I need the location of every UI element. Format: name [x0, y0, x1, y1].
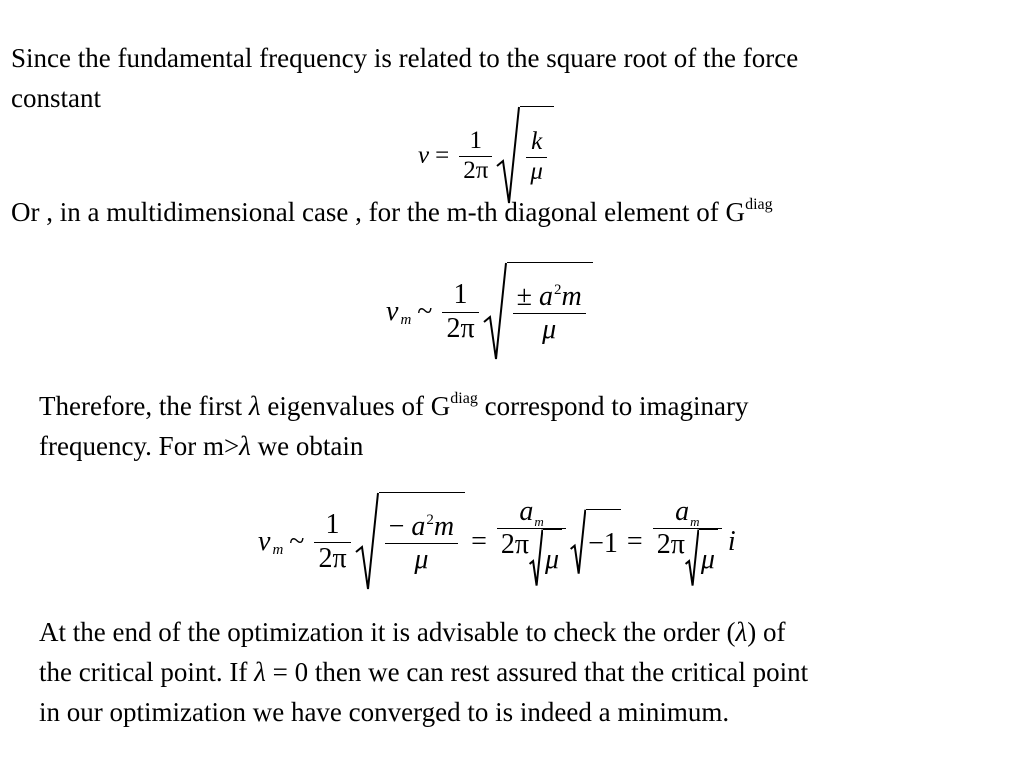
- multidim-line: Or , in a multidimensional case , for th…: [11, 192, 773, 232]
- eq2-radicand-numerator: ± a2m: [516, 280, 582, 312]
- conclusion-line-2: the critical point. If λ = 0 then we can…: [39, 657, 809, 687]
- eq3-sub: m: [272, 541, 284, 558]
- eq2-fraction: 1 2π: [442, 279, 479, 344]
- eq1-fraction: 1 2π: [459, 126, 493, 186]
- eq2-nu: ν: [386, 296, 399, 327]
- eq2-sqrt: ± a2m μ: [483, 262, 593, 362]
- conclusion-line-1: At the end of the optimization it is adv…: [39, 617, 786, 647]
- eq3-equals-2: =: [626, 526, 643, 557]
- eq1-denominator: 2π: [463, 156, 489, 184]
- radical-icon: [355, 492, 379, 592]
- radical-icon: [496, 106, 520, 206]
- diag-superscript: diag: [450, 390, 478, 407]
- eq3-fraction: 1 2π: [314, 509, 351, 574]
- eq3-sqrt: − a2m μ: [355, 492, 466, 592]
- eq1-equals: =: [435, 142, 450, 169]
- eq1-k: k: [531, 128, 543, 156]
- eq3-sqrt-neg1: −1: [570, 508, 621, 576]
- eq1-numerator: 1: [469, 126, 483, 154]
- therefore-line-1: Therefore, the first λ eigenvalues of Gd…: [39, 390, 749, 422]
- intro-line-2: constant: [11, 83, 101, 113]
- eq3-tilde: ~: [289, 526, 305, 557]
- eq2-numerator: 1: [453, 279, 468, 311]
- eq1-mu: μ: [530, 158, 543, 185]
- eq3-i: i: [727, 526, 736, 557]
- conclusion-line-3: in our optimization we have converged to…: [39, 697, 730, 727]
- eq2-sub: m: [400, 311, 412, 328]
- equation-frequency: ν = 1 2π k μ: [418, 106, 554, 206]
- lambda-symbol: λ: [254, 657, 266, 687]
- radical-icon: [685, 529, 699, 587]
- eq2-mu: μ: [542, 314, 557, 345]
- eq3-radicand-numerator: − a2m: [388, 510, 455, 542]
- eq1-nu: ν: [418, 142, 430, 169]
- radical-icon: [529, 529, 543, 587]
- eq1-sqrt: k μ: [496, 106, 554, 206]
- lambda-symbol: λ: [239, 431, 251, 461]
- multidim-text: Or , in a multidimensional case , for th…: [11, 197, 746, 227]
- lambda-symbol: λ: [735, 617, 748, 647]
- radical-icon: [570, 509, 586, 576]
- diag-superscript: diag: [745, 196, 773, 213]
- eq3-neg-one: −1: [586, 508, 621, 576]
- eq3-fraction-3: am 2π μ: [652, 496, 722, 588]
- radical-icon: [483, 262, 507, 362]
- eq3-nu: ν: [258, 526, 271, 557]
- lambda-symbol: λ: [248, 391, 261, 421]
- eq2-tilde: ~: [417, 296, 433, 327]
- therefore-line-2: frequency. For m>λ we obtain: [39, 431, 364, 461]
- eq3-fraction-2: am 2π μ: [496, 496, 567, 588]
- eq3-equals-1: =: [471, 526, 487, 557]
- eq2-denominator: 2π: [446, 312, 475, 344]
- intro-line-1: Since the fundamental frequency is relat…: [11, 43, 799, 73]
